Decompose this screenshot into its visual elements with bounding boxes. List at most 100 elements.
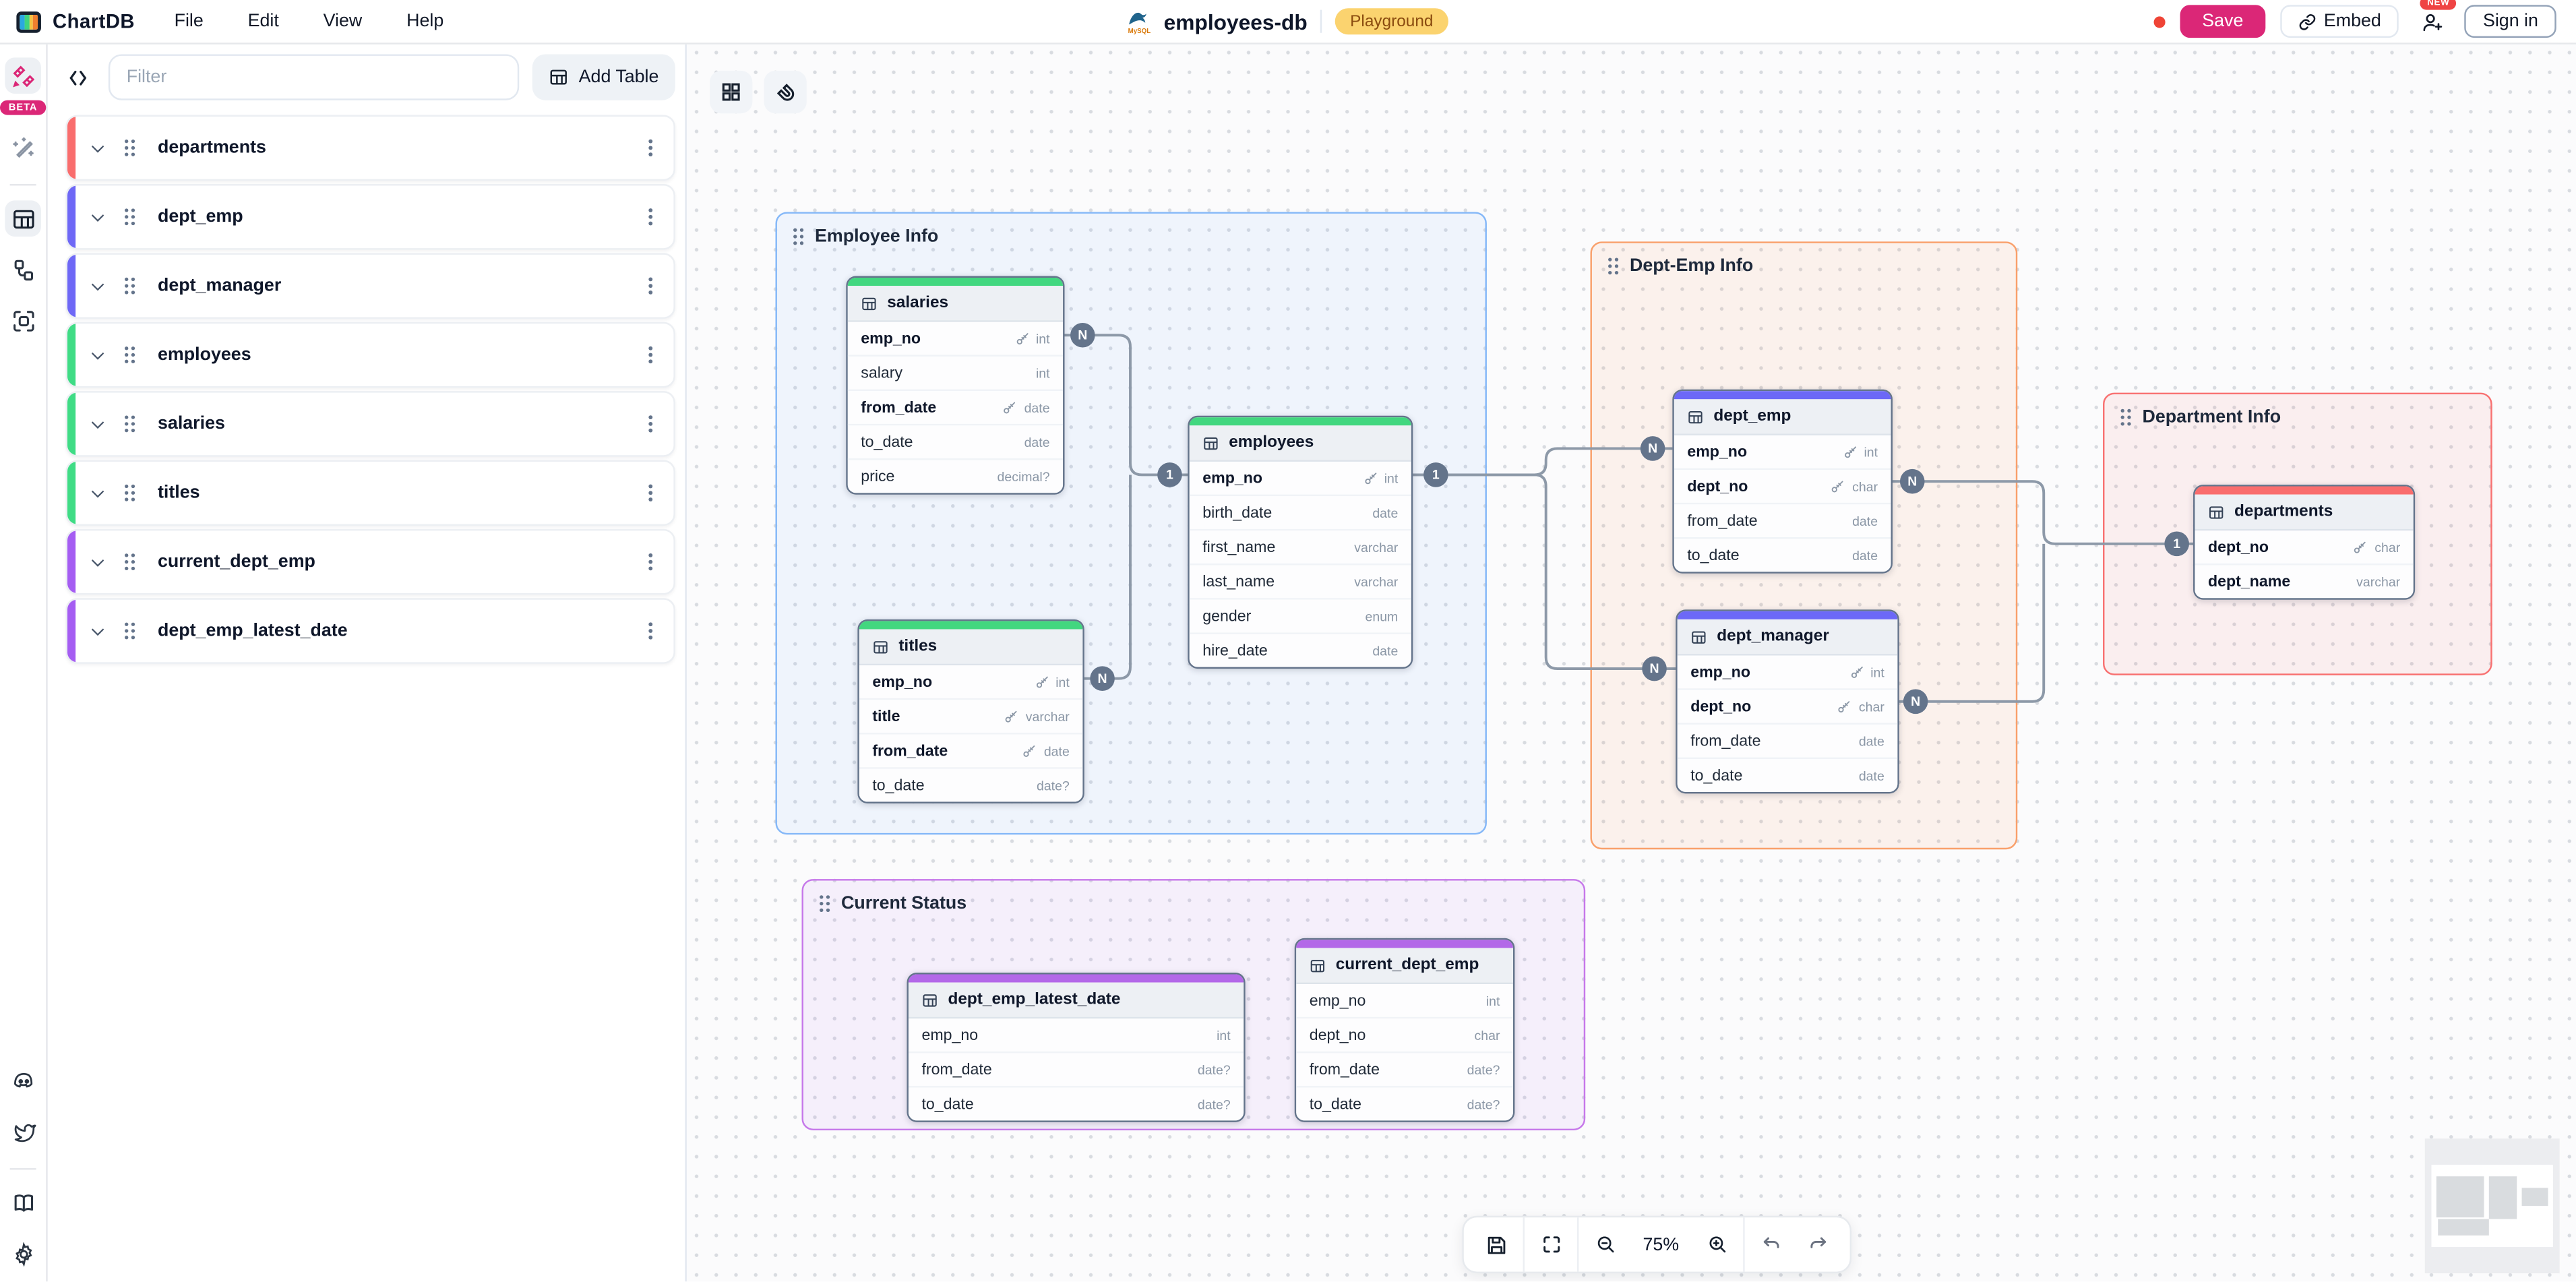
sidebar-table-item-employees[interactable]: employees: [65, 322, 675, 388]
expand-chevron[interactable]: [89, 346, 107, 364]
sidebar-table-item-titles[interactable]: titles: [65, 460, 675, 526]
relationship-edge[interactable]: [1899, 543, 2046, 703]
drag-handle[interactable]: [123, 414, 137, 433]
field-row[interactable]: from_date date: [1674, 504, 1891, 539]
field-row[interactable]: from_date date: [847, 391, 1064, 426]
add-table-button[interactable]: Add Table: [532, 54, 675, 100]
brand[interactable]: ChartDB: [0, 10, 135, 33]
menu-view[interactable]: View: [323, 11, 363, 32]
table-header[interactable]: dept_manager: [1677, 619, 1898, 656]
field-row[interactable]: dept_no char: [1674, 470, 1891, 505]
sidebar-table-item-salaries[interactable]: salaries: [65, 391, 675, 457]
sidebar-table-item-current_dept_emp[interactable]: current_dept_emp: [65, 528, 675, 595]
relationship-edge[interactable]: [1893, 480, 2194, 545]
drag-handle[interactable]: [123, 552, 137, 572]
sidebar-table-item-dept_emp[interactable]: dept_emp: [65, 184, 675, 250]
field-row[interactable]: emp_no int: [1674, 435, 1891, 470]
drag-handle[interactable]: [123, 483, 137, 503]
drag-handle[interactable]: [123, 138, 137, 158]
zoom-out-button[interactable]: [1582, 1217, 1628, 1271]
view-code-button[interactable]: [59, 59, 96, 96]
diagram-name[interactable]: employees-db: [1163, 9, 1308, 34]
menu-file[interactable]: File: [174, 11, 204, 32]
zoom-level[interactable]: 75%: [1643, 1234, 1680, 1255]
drag-handle[interactable]: [123, 207, 137, 226]
field-row[interactable]: from_date date?: [908, 1053, 1244, 1088]
snap-magnet-button[interactable]: [764, 70, 807, 114]
field-row[interactable]: to_date date: [1674, 539, 1891, 572]
discord-link-button[interactable]: [5, 1063, 41, 1099]
settings-button[interactable]: [5, 1235, 41, 1272]
table-options-button[interactable]: [642, 138, 658, 158]
menu-edit[interactable]: Edit: [247, 11, 279, 32]
field-row[interactable]: from_date date?: [1296, 1053, 1513, 1088]
layout-grid-button[interactable]: [710, 70, 753, 114]
sidebar-table-item-dept_emp_latest_date[interactable]: dept_emp_latest_date: [65, 598, 675, 664]
field-row[interactable]: gender enum: [1189, 599, 1411, 634]
filter-input[interactable]: [108, 54, 520, 100]
expand-chevron[interactable]: [89, 277, 107, 295]
field-row[interactable]: dept_no char: [1677, 690, 1898, 725]
field-row[interactable]: hire_date date: [1189, 634, 1411, 667]
field-row[interactable]: to_date date?: [1296, 1087, 1513, 1121]
sidebar-table-item-dept_manager[interactable]: dept_manager: [65, 253, 675, 319]
table-options-button[interactable]: [642, 552, 658, 572]
drag-handle[interactable]: [123, 621, 137, 640]
table-header[interactable]: current_dept_emp: [1296, 948, 1513, 985]
field-row[interactable]: price decimal?: [847, 460, 1064, 493]
embed-button[interactable]: Embed: [2279, 5, 2399, 38]
minimap[interactable]: [2424, 1138, 2560, 1274]
diagram-table-salaries[interactable]: salaries emp_no int salary int from_date…: [846, 276, 1065, 495]
field-row[interactable]: emp_no int: [908, 1018, 1244, 1054]
table-options-button[interactable]: [642, 483, 658, 503]
editor-tool-button[interactable]: [5, 57, 41, 94]
field-row[interactable]: emp_no int: [1189, 461, 1411, 497]
save-button[interactable]: Save: [2180, 5, 2265, 38]
table-header[interactable]: salaries: [847, 286, 1064, 322]
expand-chevron[interactable]: [89, 484, 107, 502]
redo-button[interactable]: [1794, 1217, 1840, 1271]
table-header[interactable]: employees: [1189, 425, 1411, 462]
diagram-table-employees[interactable]: employees emp_no int birth_date date fir…: [1188, 415, 1413, 669]
field-row[interactable]: first_name varchar: [1189, 530, 1411, 566]
areas-panel-button[interactable]: [5, 303, 41, 339]
signin-button[interactable]: Sign in: [2465, 5, 2556, 38]
diagram-table-current_dept_emp[interactable]: current_dept_emp emp_no int dept_no char…: [1294, 938, 1515, 1122]
field-row[interactable]: dept_no char: [2195, 530, 2414, 566]
expand-chevron[interactable]: [89, 208, 107, 226]
twitter-link-button[interactable]: [5, 1114, 41, 1151]
save-diagram-button[interactable]: [1473, 1217, 1519, 1271]
table-header[interactable]: dept_emp_latest_date: [908, 982, 1244, 1019]
field-row[interactable]: emp_no int: [847, 322, 1064, 357]
expand-chevron[interactable]: [89, 553, 107, 571]
field-row[interactable]: to_date date?: [859, 768, 1083, 802]
table-header[interactable]: departments: [2195, 494, 2414, 531]
table-header[interactable]: dept_emp: [1674, 399, 1891, 435]
diagram-table-departments[interactable]: departments dept_no char dept_name varch…: [2193, 485, 2416, 600]
relationship-edge[interactable]: [1064, 334, 1188, 477]
field-row[interactable]: to_date date: [847, 425, 1064, 460]
zoom-in-button[interactable]: [1694, 1217, 1740, 1271]
diagram-table-titles[interactable]: titles emp_no int title varchar from_dat…: [857, 619, 1084, 803]
table-options-button[interactable]: [642, 621, 658, 640]
drag-handle[interactable]: [123, 276, 137, 296]
field-row[interactable]: dept_no char: [1296, 1018, 1513, 1054]
relationship-edge[interactable]: [1413, 473, 1676, 671]
undo-button[interactable]: [1748, 1217, 1794, 1271]
field-row[interactable]: emp_no int: [1296, 984, 1513, 1019]
invite-user-button[interactable]: NEW: [2414, 0, 2457, 40]
expand-chevron[interactable]: [89, 415, 107, 433]
field-row[interactable]: title varchar: [859, 700, 1083, 735]
diagram-table-dept_manager[interactable]: dept_manager emp_no int dept_no char fro…: [1676, 609, 1899, 794]
table-options-button[interactable]: [642, 207, 658, 226]
field-row[interactable]: dept_name varchar: [2195, 565, 2414, 599]
diagram-table-dept_emp[interactable]: dept_emp emp_no int dept_no char from_da…: [1672, 389, 1893, 574]
field-row[interactable]: birth_date date: [1189, 496, 1411, 531]
relationship-edge[interactable]: [1413, 447, 1673, 477]
field-row[interactable]: to_date date: [1677, 759, 1898, 792]
field-row[interactable]: emp_no int: [1677, 655, 1898, 690]
magic-wand-button[interactable]: [5, 130, 41, 166]
field-row[interactable]: to_date date?: [908, 1087, 1244, 1121]
field-row[interactable]: from_date date: [859, 734, 1083, 769]
